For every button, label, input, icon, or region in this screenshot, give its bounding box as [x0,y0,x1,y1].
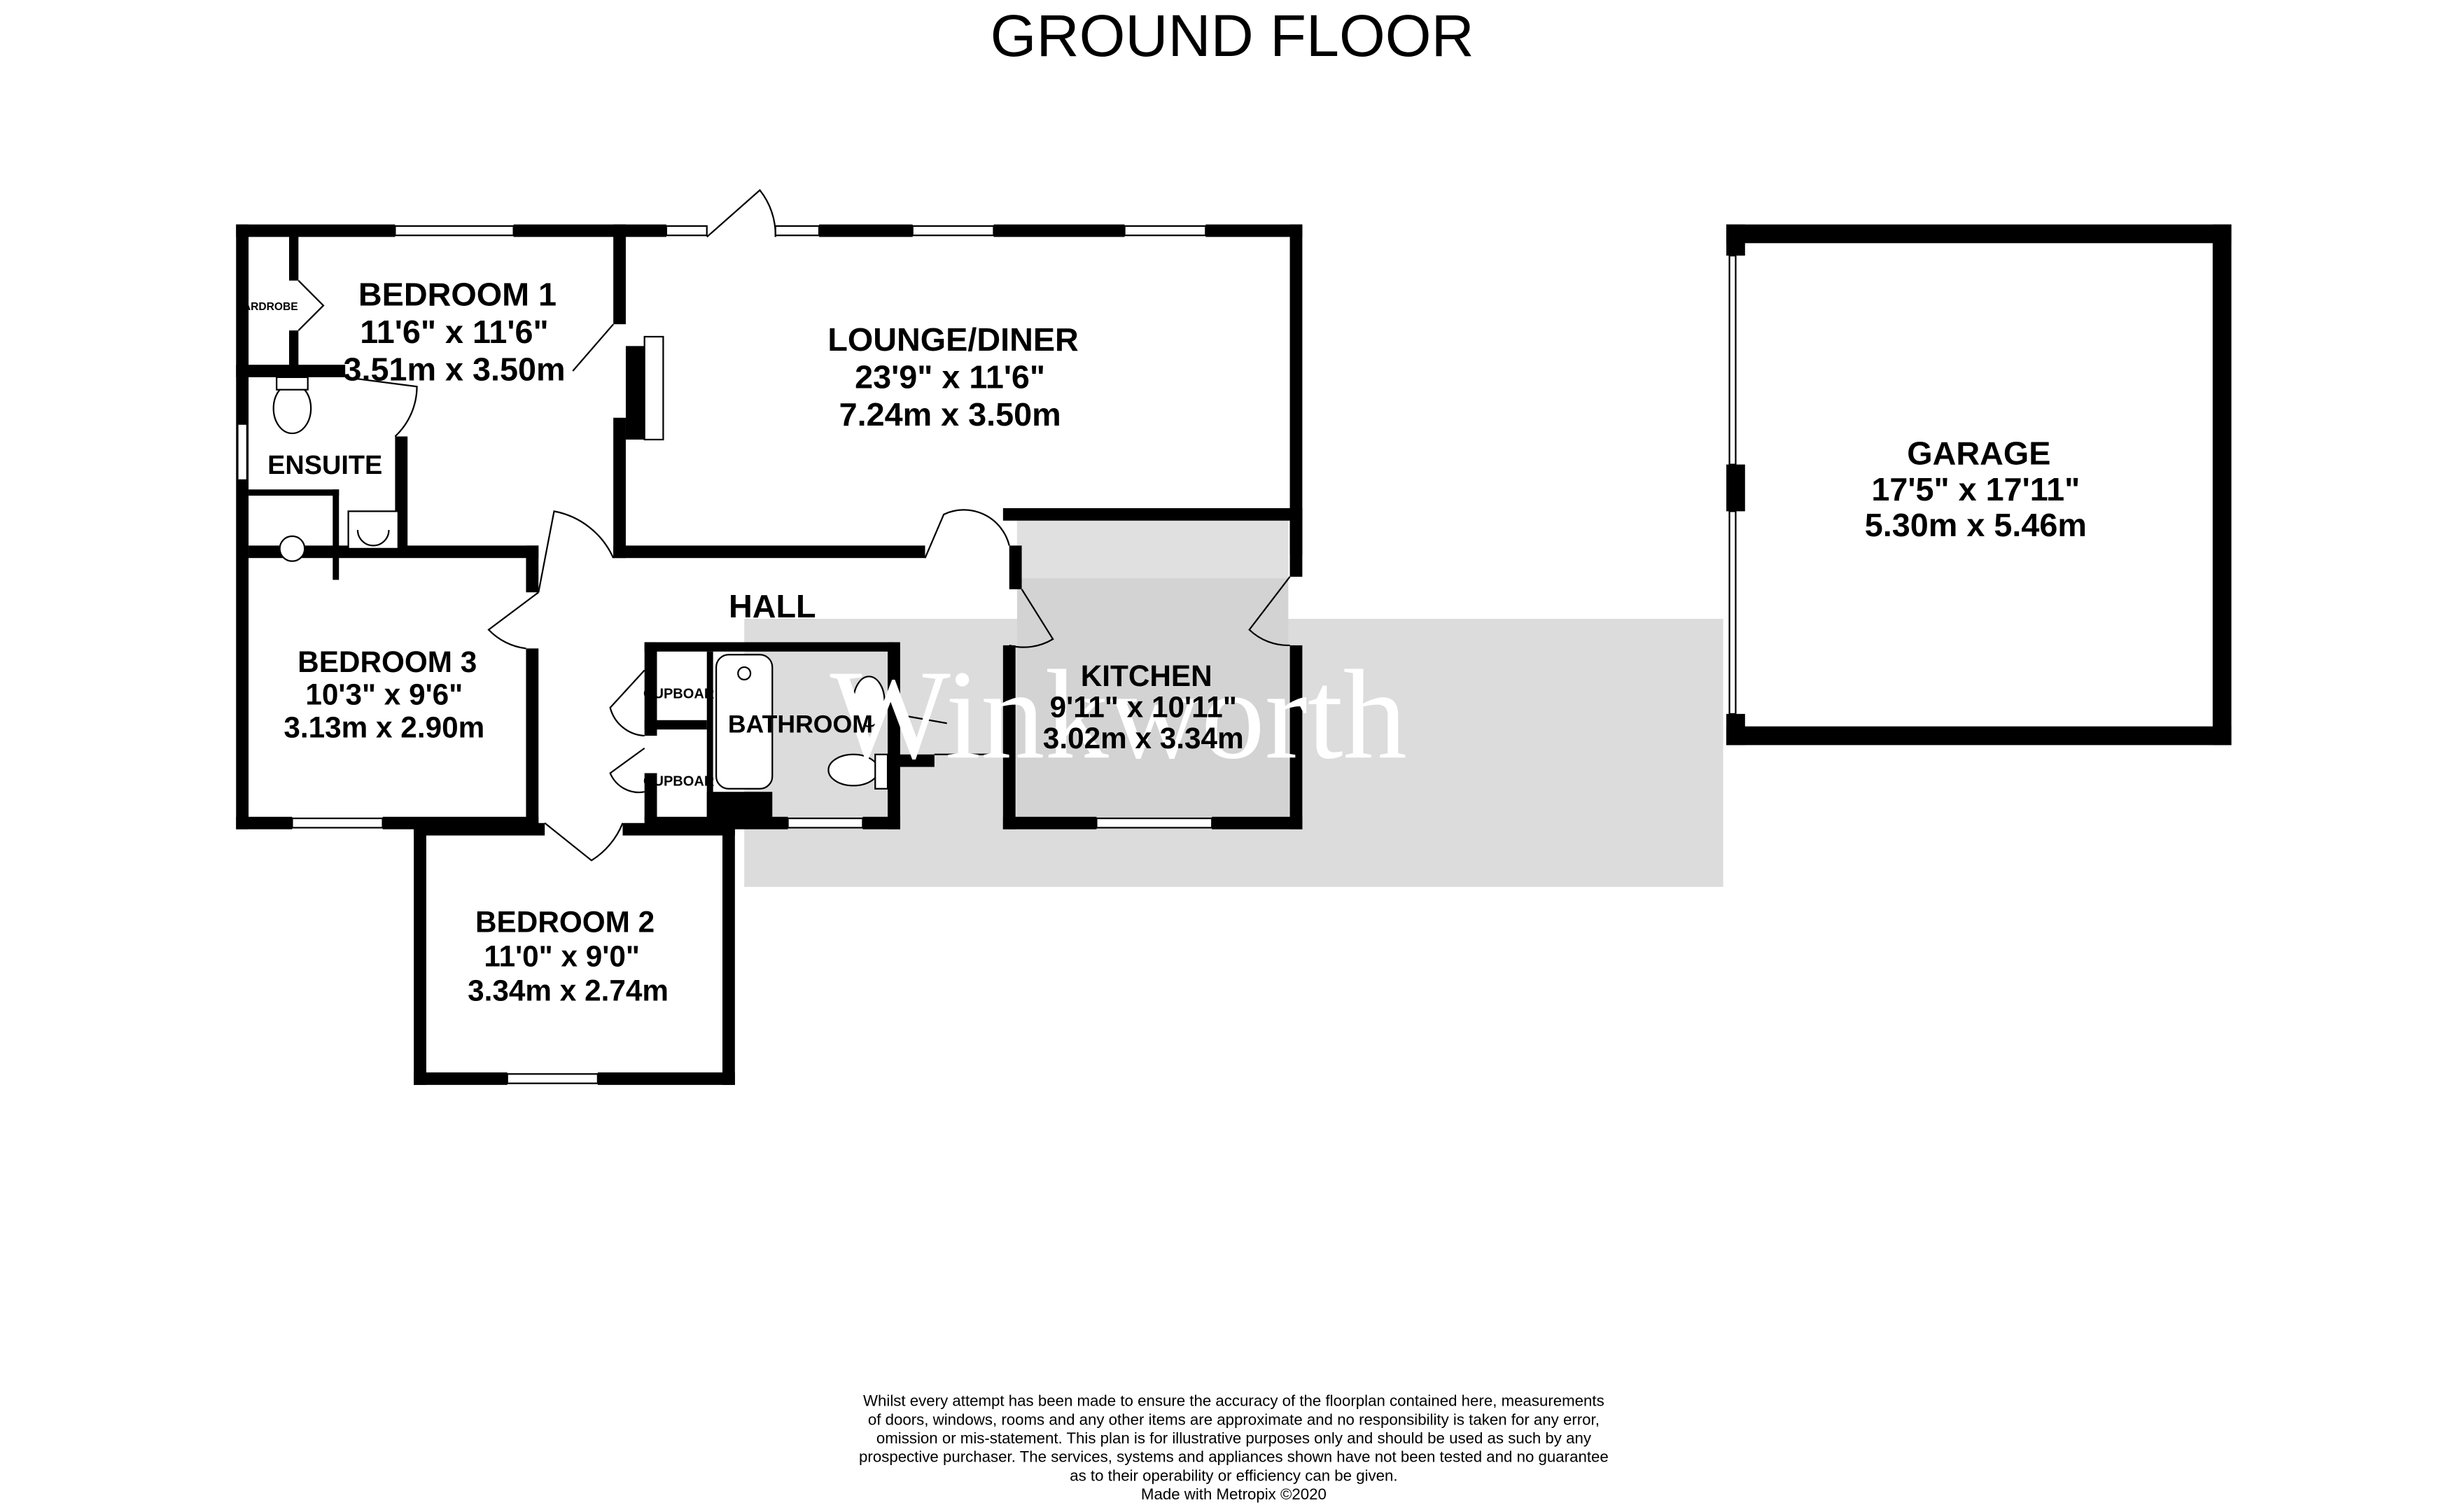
wardrobe-label: ARDROBE [243,301,298,313]
ensuite-toilet-icon [272,382,312,435]
disclaimer-line: Whilst every attempt has been made to en… [863,1392,1604,1410]
ensuite-name: ENSUITE [267,451,382,480]
bedroom1-name: BEDROOM 1 [358,276,557,312]
garage-metric: 5.30m x 5.46m [1865,507,2087,543]
garage-imperial: 17'5" x 17'11" [1871,471,2080,507]
bedroom1-imperial: 11'6" x 11'6" [360,314,548,350]
bathroom-fixtures [715,654,889,790]
disclaimer-line: prospective purchaser. The services, sys… [859,1448,1609,1466]
windows [237,225,1737,1084]
lounge-metric: 7.24m x 3.50m [839,396,1061,433]
kitchen-imperial: 9'11" x 10'11" [1050,690,1237,723]
bathroom-name: BATHROOM [728,710,873,738]
bedroom3-name: BEDROOM 3 [298,645,477,678]
bedroom2-name: BEDROOM 2 [475,906,655,939]
bathroom-basin-icon [852,676,886,727]
disclaimer-line: as to their operability or efficiency ca… [1070,1466,1397,1484]
disclaimer: Whilst every attempt has been made to en… [859,1392,1609,1504]
bedroom3-metric: 3.13m x 2.90m [284,710,484,743]
lounge-imperial: 23'9" x 11'6" [855,358,1045,395]
fireplace-hearth [643,335,664,441]
cupboard-upper-label: CUPBOAR [643,687,715,702]
page-title: GROUND FLOOR [991,2,1474,69]
door-swings [298,189,1291,862]
kitchen-name: KITCHEN [1081,659,1212,692]
kitchen-metric: 3.02m x 3.34m [1043,722,1244,755]
bedroom1-metric: 3.51m x 3.50m [343,351,565,387]
bedroom2-imperial: 11'0" x 9'0" [484,940,640,973]
hall-name: HALL [729,588,816,624]
kitchen-worktop [1016,519,1289,579]
cupboard-lower-label: CUPBOAR [643,774,715,789]
shower-drain-icon [279,535,306,562]
disclaimer-line: of doors, windows, rooms and any other i… [868,1410,1600,1428]
bedroom2-metric: 3.34m x 2.74m [468,974,669,1007]
disclaimer-line: omission or mis-statement. This plan is … [876,1429,1592,1447]
lounge-name: LOUNGE/DINER [827,321,1078,358]
ensuite-fixtures [272,376,399,562]
watermark-text: Winkworth [830,644,1406,785]
metropix-credit: Made with Metropix ©2020 [1141,1485,1327,1503]
ensuite-basin-icon [347,510,399,550]
bedroom3-imperial: 10'3" x 9'6" [305,678,463,711]
walls [236,224,2232,1085]
garage-name: GARAGE [1907,435,2050,472]
bath-icon [715,654,774,790]
